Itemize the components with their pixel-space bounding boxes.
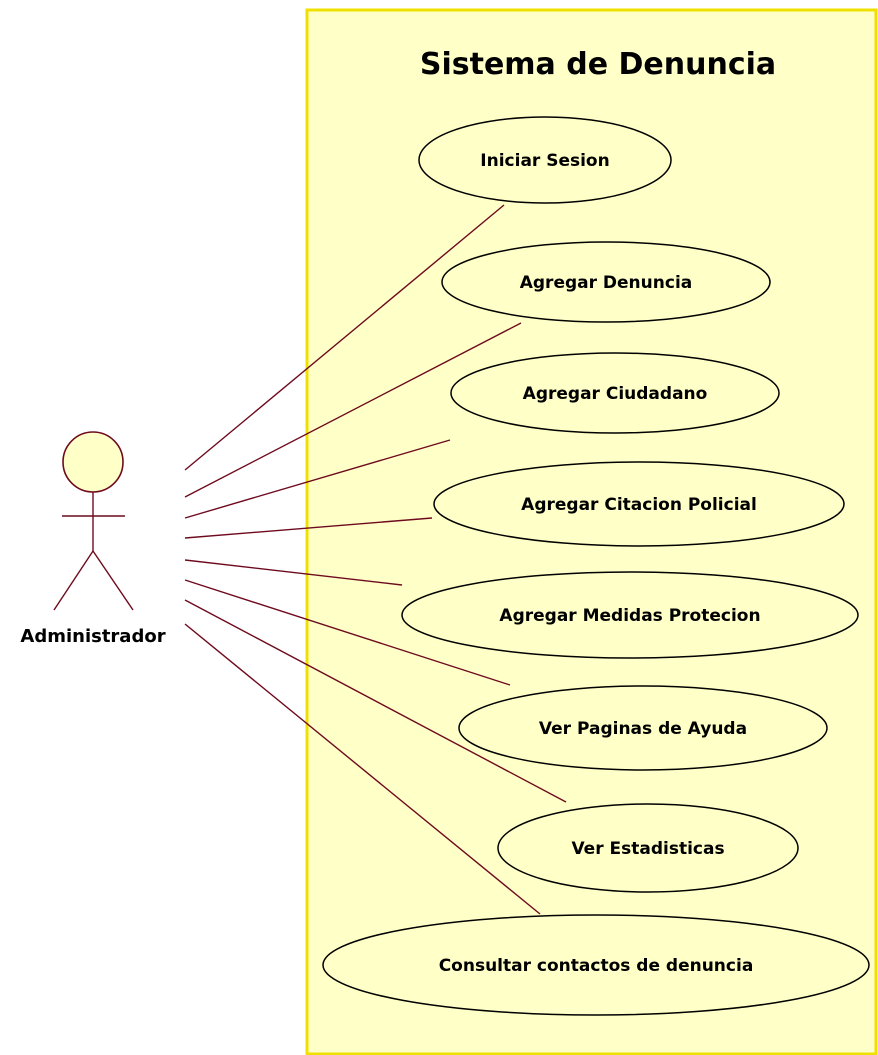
use-case-label: Agregar Denuncia (520, 273, 693, 293)
use-case-ellipse (401, 571, 859, 659)
use-case-iniciar-sesion[interactable]: Iniciar Sesion (418, 116, 672, 204)
use-case-label: Iniciar Sesion (480, 151, 609, 171)
use-case-ellipse (322, 914, 870, 1016)
use-case-label: Ver Paginas de Ayuda (539, 719, 747, 739)
association-agregar-ciudadano (184, 439, 451, 519)
actor-name: Administrador (20, 626, 165, 647)
association-consultar-contactos (184, 623, 541, 915)
use-case-label: Agregar Medidas Protecion (499, 606, 760, 626)
use-case-label: Agregar Citacion Policial (521, 495, 757, 515)
association-agregar-denuncia (184, 322, 522, 498)
association-agregar-citacion-policial (184, 517, 433, 539)
use-case-agregar-ciudadano[interactable]: Agregar Ciudadano (450, 352, 780, 434)
actor-left-leg (53, 550, 94, 611)
use-case-label: Agregar Ciudadano (523, 384, 708, 404)
association-agregar-medidas-protecion (184, 559, 403, 586)
use-case-label: Consultar contactos de denuncia (439, 956, 754, 976)
actor-administrador[interactable]: Administrador (20, 431, 166, 647)
use-case-ellipse (450, 352, 780, 434)
use-case-ver-paginas-de-ayuda[interactable]: Ver Paginas de Ayuda (458, 685, 828, 771)
association-ver-estadisticas (184, 599, 567, 803)
association-iniciar-sesion (184, 204, 505, 471)
use-case-ellipse (497, 803, 799, 893)
use-case-ellipse (418, 116, 672, 204)
use-case-consultar-contactos-de-denuncia[interactable]: Consultar contactos de denuncia (322, 914, 870, 1016)
association-ver-paginas-de-ayuda (184, 579, 511, 686)
use-case-ellipse (458, 685, 828, 771)
actor-right-leg (92, 550, 134, 611)
use-case-ellipse (433, 461, 845, 547)
use-case-agregar-medidas-protecion[interactable]: Agregar Medidas Protecion (401, 571, 859, 659)
actor-head-icon (62, 431, 124, 493)
use-case-agregar-denuncia[interactable]: Agregar Denuncia (441, 241, 771, 323)
use-case-ver-estadisticas[interactable]: Ver Estadisticas (497, 803, 799, 893)
use-case-label: Ver Estadisticas (571, 839, 724, 859)
use-case-agregar-citacion-policial[interactable]: Agregar Citacion Policial (433, 461, 845, 547)
system-title: Sistema de Denuncia (420, 47, 776, 82)
use-case-ellipse (441, 241, 771, 323)
